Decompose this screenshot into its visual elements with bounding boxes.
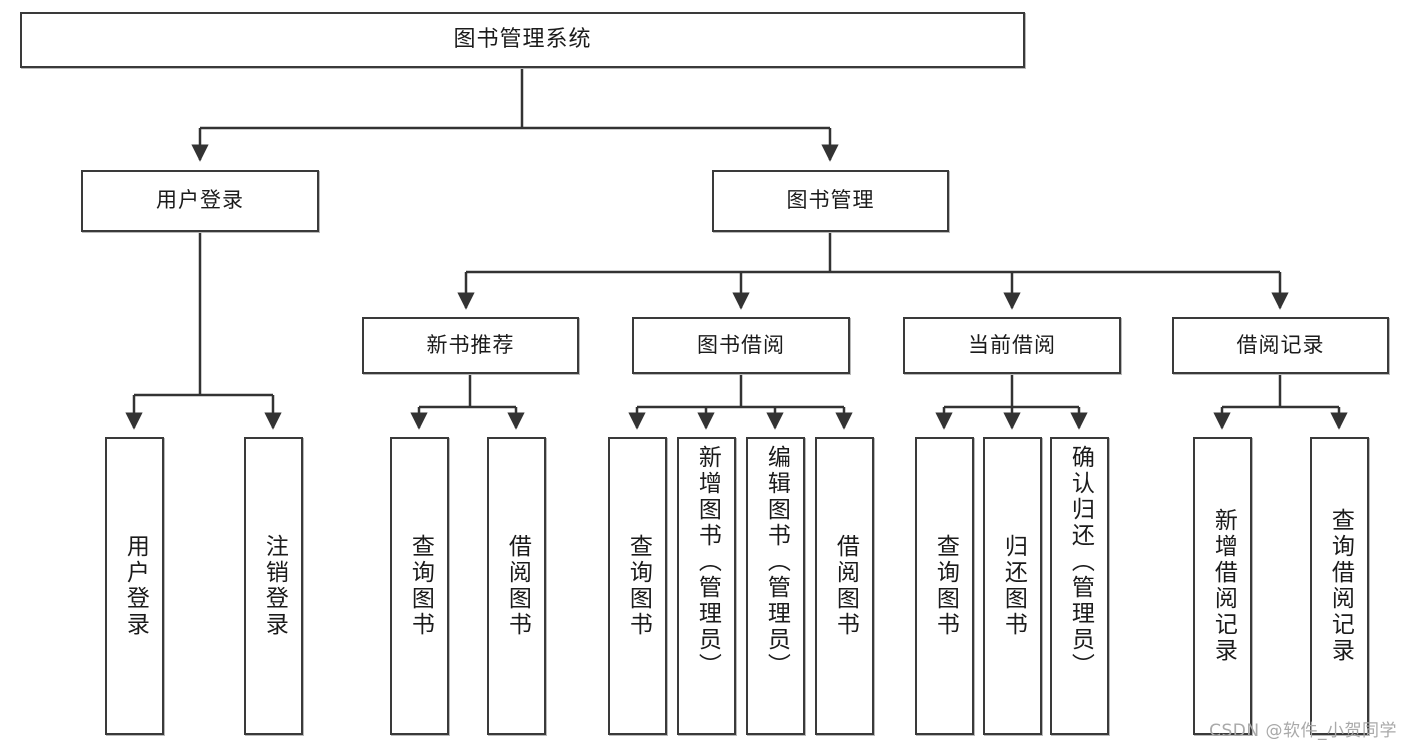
leaf-label: 查询借阅记录 — [1327, 508, 1354, 664]
leaf-current-borrow-1[interactable]: 归还图书 — [983, 437, 1042, 735]
node-label: 新书推荐 — [426, 332, 515, 357]
csdn-watermark: CSDN @软件_小贺同学 — [1209, 721, 1397, 741]
leaf-current-borrow-0[interactable]: 查询图书 — [915, 437, 974, 735]
leaf-borrow-record-1[interactable]: 查询借阅记录 — [1310, 437, 1369, 735]
node-current-borrow[interactable]: 当前借阅 — [903, 317, 1121, 374]
leaf-borrow-record-0[interactable]: 新增借阅记录 — [1193, 437, 1252, 735]
node-label: 当前借阅 — [968, 332, 1056, 357]
leaf-label: 用户登录 — [122, 534, 149, 638]
leaf-book-borrow-2[interactable]: 编辑图书（管理员） — [746, 437, 805, 735]
node-label: 图书管理系统 — [453, 26, 592, 52]
leaf-new-book-rec-1[interactable]: 借阅图书 — [487, 437, 546, 735]
node-label: 借阅记录 — [1236, 332, 1325, 357]
leaf-label: 新增图书（管理员） — [694, 445, 721, 679]
node-label: 图书借阅 — [697, 332, 785, 357]
node-book-management[interactable]: 图书管理 — [712, 170, 949, 232]
leaf-new-book-rec-0[interactable]: 查询图书 — [390, 437, 449, 735]
node-user-login[interactable]: 用户登录 — [81, 170, 319, 232]
leaf-label: 编辑图书（管理员） — [763, 445, 790, 679]
leaf-book-borrow-3[interactable]: 借阅图书 — [815, 437, 874, 735]
leaf-label: 注销登录 — [261, 534, 288, 638]
leaf-label: 确认归还（管理员） — [1067, 445, 1094, 679]
leaf-label: 查询图书 — [407, 534, 434, 638]
leaf-book-borrow-0[interactable]: 查询图书 — [608, 437, 667, 735]
leaf-user-login-1[interactable]: 注销登录 — [244, 437, 303, 735]
node-book-borrow[interactable]: 图书借阅 — [632, 317, 850, 374]
leaf-label: 查询图书 — [932, 534, 959, 638]
leaf-current-borrow-2[interactable]: 确认归还（管理员） — [1050, 437, 1109, 735]
node-new-book-recommend[interactable]: 新书推荐 — [362, 317, 579, 374]
leaf-label: 查询图书 — [625, 534, 652, 638]
node-label: 用户登录 — [156, 188, 244, 213]
leaf-user-login-0[interactable]: 用户登录 — [105, 437, 164, 735]
node-root-system[interactable]: 图书管理系统 — [20, 12, 1025, 68]
node-borrow-record[interactable]: 借阅记录 — [1172, 317, 1389, 374]
leaf-label: 借阅图书 — [504, 534, 531, 638]
leaf-label: 归还图书 — [1000, 534, 1027, 638]
leaf-label: 新增借阅记录 — [1210, 508, 1237, 664]
leaf-label: 借阅图书 — [832, 534, 859, 638]
leaf-book-borrow-1[interactable]: 新增图书（管理员） — [677, 437, 736, 735]
node-label: 图书管理 — [786, 188, 875, 213]
